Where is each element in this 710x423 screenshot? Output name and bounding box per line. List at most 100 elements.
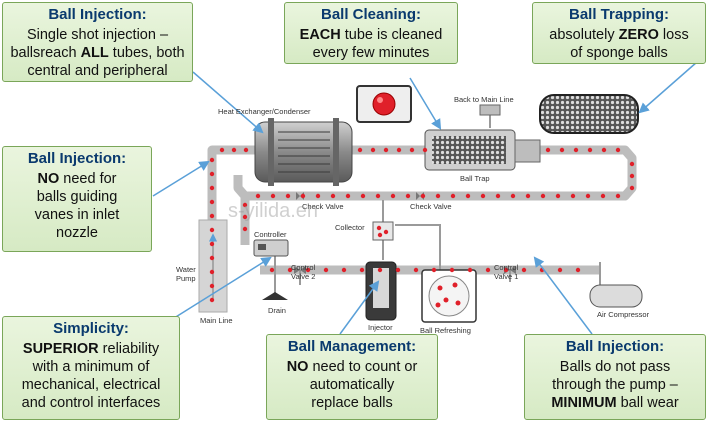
sponge-ball (242, 226, 248, 232)
sponge-ball (270, 193, 276, 199)
drain (262, 292, 288, 300)
sponge-ball (231, 147, 237, 153)
air-compressor (589, 284, 643, 308)
sponge-ball (243, 147, 249, 153)
watermark: s-yilida.en (228, 200, 319, 222)
callout-text: replace balls (311, 395, 393, 411)
callout-title: Ball Management: (287, 338, 417, 355)
control-valves (294, 192, 516, 274)
callout-text: automatically (309, 377, 395, 393)
sponge-ball (495, 193, 501, 199)
sponge-ball (587, 147, 593, 153)
sponge-ball (629, 185, 635, 191)
sponge-ball (357, 147, 363, 153)
callout-title: Simplicity: (53, 320, 129, 337)
sponge-ball (409, 147, 415, 153)
sponge-ball (359, 267, 365, 273)
callout-text: SUPERIOR reliability (22, 341, 160, 357)
callout-text: mechanical, electrical (21, 377, 161, 393)
sponge-ball (521, 267, 527, 273)
callout-text: central and peripheral (27, 63, 168, 79)
sponge-ball (370, 147, 376, 153)
callout-title: Ball Injection: (27, 150, 127, 167)
label-air-compressor: Air Compressor (597, 310, 650, 319)
sponge-ball (559, 147, 565, 153)
water-pump-column (198, 219, 228, 313)
sponge-ball (467, 267, 473, 273)
trap-mesh-inset (539, 94, 639, 134)
label-water-pump: Water Pump (176, 265, 196, 283)
label-ball-refreshing: Ball Refreshing (420, 326, 471, 335)
controller (253, 239, 289, 257)
sponge-ball (413, 267, 419, 273)
label-check-valve-right: Check Valve (410, 202, 452, 211)
sponge-ball (405, 193, 411, 199)
label-control-valve-1: Control Valve 1 (494, 263, 519, 281)
sponge-ball (601, 147, 607, 153)
sponge-ball (209, 283, 215, 289)
callout-title: Ball Injection: (565, 338, 665, 355)
callout-simplicity: Simplicity: SUPERIOR reliability with a … (2, 316, 180, 420)
sponge-ball (287, 267, 293, 273)
sponge-ball (465, 193, 471, 199)
sponge-ball (600, 193, 606, 199)
sponge-ball (449, 267, 455, 273)
callout-title: Ball Injection: (48, 6, 147, 23)
sponge-ball (305, 267, 311, 273)
callout-ball-injection-top: Ball Injection: Single shot injection – … (2, 2, 193, 82)
sponge-ball (557, 267, 563, 273)
label-back-to-main-line: Back to Main Line (454, 95, 514, 104)
callout-arrows (152, 61, 698, 335)
callout-text: absolutely ZERO loss (549, 27, 689, 43)
callout-text: ballsreach ALL tubes, both (10, 45, 185, 61)
callout-ball-management: Ball Management: NO need to count or aut… (266, 334, 438, 420)
sponge-ball (269, 267, 275, 273)
label-controller: Controller (254, 230, 287, 239)
label-ball-trap: Ball Trap (460, 174, 490, 183)
sponge-ball (209, 185, 215, 191)
sponge-ball (375, 193, 381, 199)
label-heat-exchanger: Heat Exchanger/Condenser (218, 107, 311, 116)
callout-title: Ball Cleaning: (320, 6, 421, 23)
callout-text: vanes in inlet (34, 207, 120, 223)
sponge-balls (209, 147, 635, 303)
sponge-ball (209, 227, 215, 233)
callout-text: through the pump – (552, 377, 678, 393)
ball-detail-inset (356, 85, 412, 123)
sponge-ball (555, 193, 561, 199)
sponge-ball (540, 193, 546, 199)
sponge-ball (629, 173, 635, 179)
label-check-valve-left: Check Valve (302, 202, 344, 211)
sponge-ball (431, 267, 437, 273)
callout-text: of sponge balls (570, 45, 668, 61)
sponge-ball (255, 193, 261, 199)
sponge-ball (323, 267, 329, 273)
sponge-ball (242, 214, 248, 220)
sponge-ball (575, 267, 581, 273)
sponge-ball (525, 193, 531, 199)
sponge-ball (450, 193, 456, 199)
label-injector: Injector (368, 323, 393, 332)
callout-ball-trapping: Ball Trapping: absolutely ZERO loss of s… (532, 2, 706, 64)
sponge-ball (209, 255, 215, 261)
sponge-ball (510, 193, 516, 199)
sponge-ball (585, 193, 591, 199)
ball-refreshing-tank (421, 269, 477, 323)
sponge-ball (209, 213, 215, 219)
label-control-valve-2: Control Valve 2 (291, 263, 316, 281)
sponge-ball (420, 193, 426, 199)
sponge-ball (485, 267, 491, 273)
callout-ball-cleaning: Ball Cleaning: EACH tube is cleaned ever… (284, 2, 458, 64)
sponge-ball (573, 147, 579, 153)
callout-text: with a minimum of (32, 359, 150, 375)
sponge-ball (396, 147, 402, 153)
sponge-ball (390, 193, 396, 199)
sponge-ball (503, 267, 509, 273)
sponge-ball (209, 157, 215, 163)
sponge-ball (330, 193, 336, 199)
callout-text: and control interfaces (21, 395, 161, 411)
callout-text: balls guiding (36, 189, 118, 205)
injector (365, 261, 397, 321)
